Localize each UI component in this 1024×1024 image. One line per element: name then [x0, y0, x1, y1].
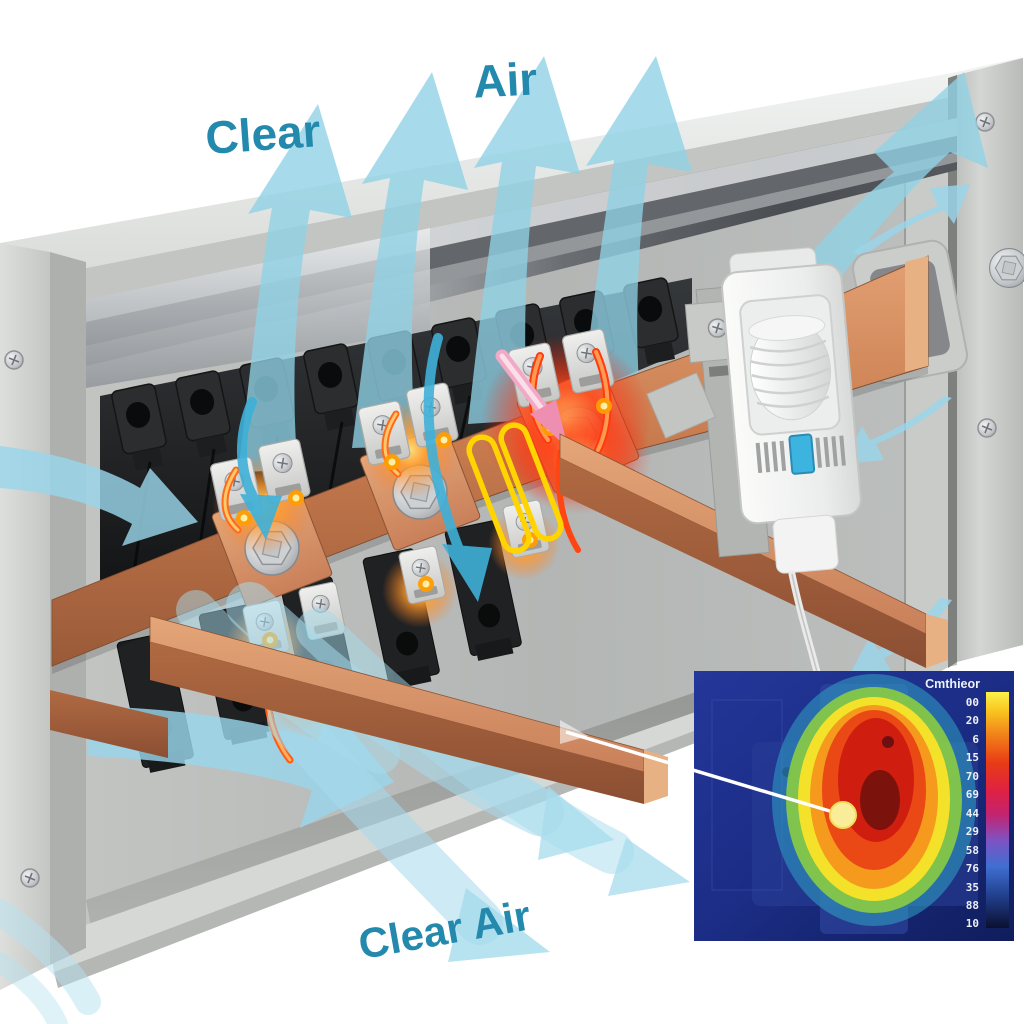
scale-tick: 29 — [966, 825, 979, 838]
airflow-right-out-arrow — [852, 184, 970, 256]
callout — [560, 720, 857, 829]
thermal-heat-blob — [772, 674, 976, 926]
scale-tick: 88 — [966, 899, 979, 912]
enclosure-left-frame — [0, 243, 50, 990]
sensor-vent-grille — [755, 433, 846, 475]
scale-tick: 15 — [966, 751, 979, 764]
left-frame-screw-top — [4, 350, 24, 370]
airflow-left-entry-arrow — [0, 446, 198, 546]
sensor-drum — [748, 315, 831, 421]
callout-line — [565, 730, 844, 817]
scale-tick: 76 — [966, 862, 980, 875]
label-clear: Clear — [204, 104, 323, 164]
scale-tick: 10 — [966, 917, 979, 930]
label-air: Air — [472, 52, 539, 107]
thermal-image-inset: Cmthieor 00 20 6 15 70 69 44 29 58 76 35… — [694, 671, 1014, 941]
thermal-scale-bar — [986, 692, 1009, 928]
callout-measurement-dot — [829, 801, 857, 829]
sensor-device — [646, 247, 862, 574]
scale-tick: 00 — [966, 696, 979, 709]
yellow-wire-loops — [466, 422, 564, 554]
enclosure-right-wall — [957, 58, 1023, 662]
fault-arrow — [495, 349, 568, 448]
sensor-cable-edge — [791, 573, 818, 673]
airflow-up-arrow-4 — [582, 56, 692, 400]
scale-tick: 6 — [972, 733, 979, 746]
scale-tick: 70 — [966, 770, 979, 783]
right-wall-bolt — [989, 248, 1024, 288]
scale-tick: 20 — [966, 714, 979, 727]
scale-tick: 58 — [966, 844, 979, 857]
airflow-up-arrow-1 — [238, 104, 352, 472]
airflow-up-arrow-2 — [352, 72, 468, 448]
convection-arrows — [236, 333, 492, 602]
scale-tick: 35 — [966, 881, 979, 894]
scale-tick: 69 — [966, 788, 979, 801]
busbar-end-face — [905, 256, 928, 372]
thermal-scale-ticks: 00 20 6 15 70 69 44 29 58 76 35 88 10 — [966, 696, 980, 930]
sensor-plug — [772, 514, 839, 574]
enclosure-rim-fascia — [0, 96, 957, 320]
thermal-scale-title: Cmthieor — [925, 677, 980, 691]
airflow-right-return-arrow — [844, 396, 952, 464]
right-wall-screw-top — [975, 112, 995, 132]
sensor-indicator-slider — [788, 433, 816, 475]
sensor-bar-clamp — [646, 372, 716, 439]
airflow-up-arrow-3 — [468, 56, 580, 424]
busbar-left-stub — [50, 690, 168, 758]
right-wall-screw-bottom — [977, 418, 997, 438]
scale-tick: 44 — [966, 807, 980, 820]
busbar-diagonal-b — [149, 615, 668, 804]
swoosh-arrowhead-2 — [608, 838, 690, 896]
left-frame-screw-bottom — [20, 868, 40, 888]
swoosh-arrowhead-clear-air — [448, 888, 550, 962]
